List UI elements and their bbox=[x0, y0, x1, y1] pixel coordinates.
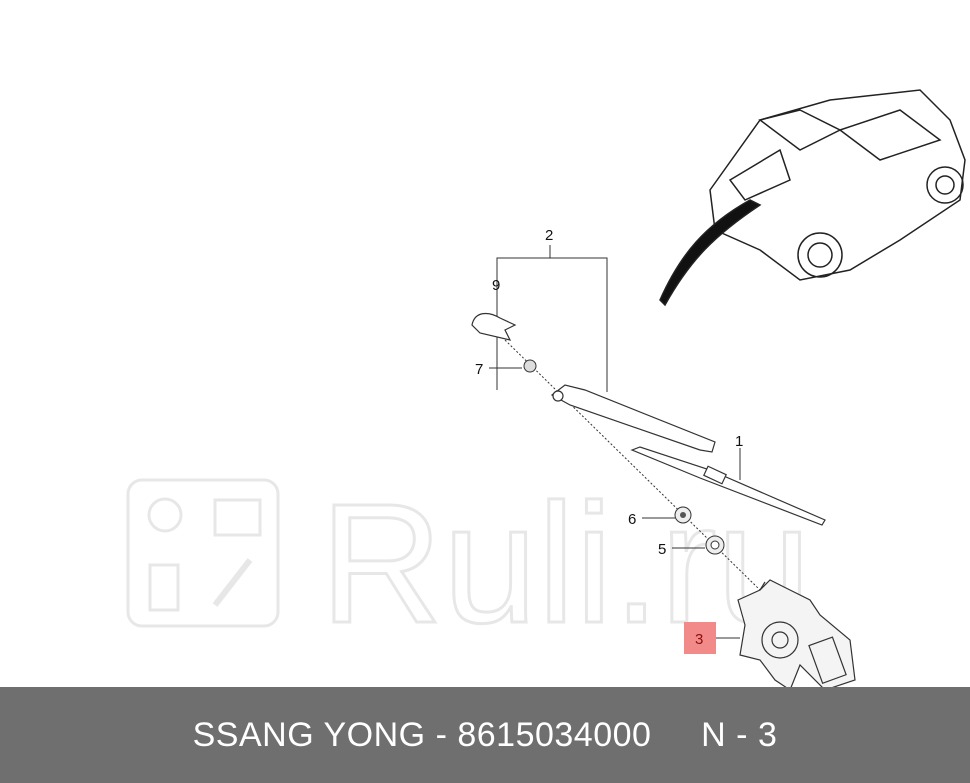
spacer bbox=[651, 716, 701, 755]
part-number: 8615034000 bbox=[457, 715, 652, 754]
callout-1[interactable]: 1 bbox=[735, 433, 743, 450]
watermark-text: Ruli.ru bbox=[320, 469, 811, 659]
wiper-blade bbox=[630, 446, 826, 526]
callout-5[interactable]: 5 bbox=[658, 541, 666, 558]
brand-name: SSANG YONG bbox=[192, 715, 426, 754]
wiper-cap bbox=[471, 313, 517, 341]
wiper-arm bbox=[550, 384, 716, 453]
callout-3[interactable]: 3 bbox=[695, 631, 703, 648]
parts-diagram: Ruli.ru 1 bbox=[126, 89, 966, 687]
callout-3-highlight bbox=[684, 622, 716, 654]
separator: - bbox=[425, 715, 458, 754]
wiper-motor bbox=[737, 579, 856, 687]
part-footer: SSANG YONG - 8615034000 N - 3 bbox=[0, 687, 970, 783]
watermark: Ruli.ru bbox=[126, 468, 813, 661]
washer bbox=[674, 506, 692, 524]
diagram-position: N - 3 bbox=[701, 715, 778, 754]
callout-6[interactable]: 6 bbox=[628, 511, 636, 528]
grommet bbox=[705, 535, 725, 555]
callout-9[interactable]: 9 bbox=[492, 277, 500, 294]
callout-2[interactable]: 2 bbox=[545, 227, 553, 244]
vehicle-illustration bbox=[659, 89, 966, 307]
callout-7[interactable]: 7 bbox=[475, 361, 483, 378]
nut bbox=[523, 359, 537, 373]
